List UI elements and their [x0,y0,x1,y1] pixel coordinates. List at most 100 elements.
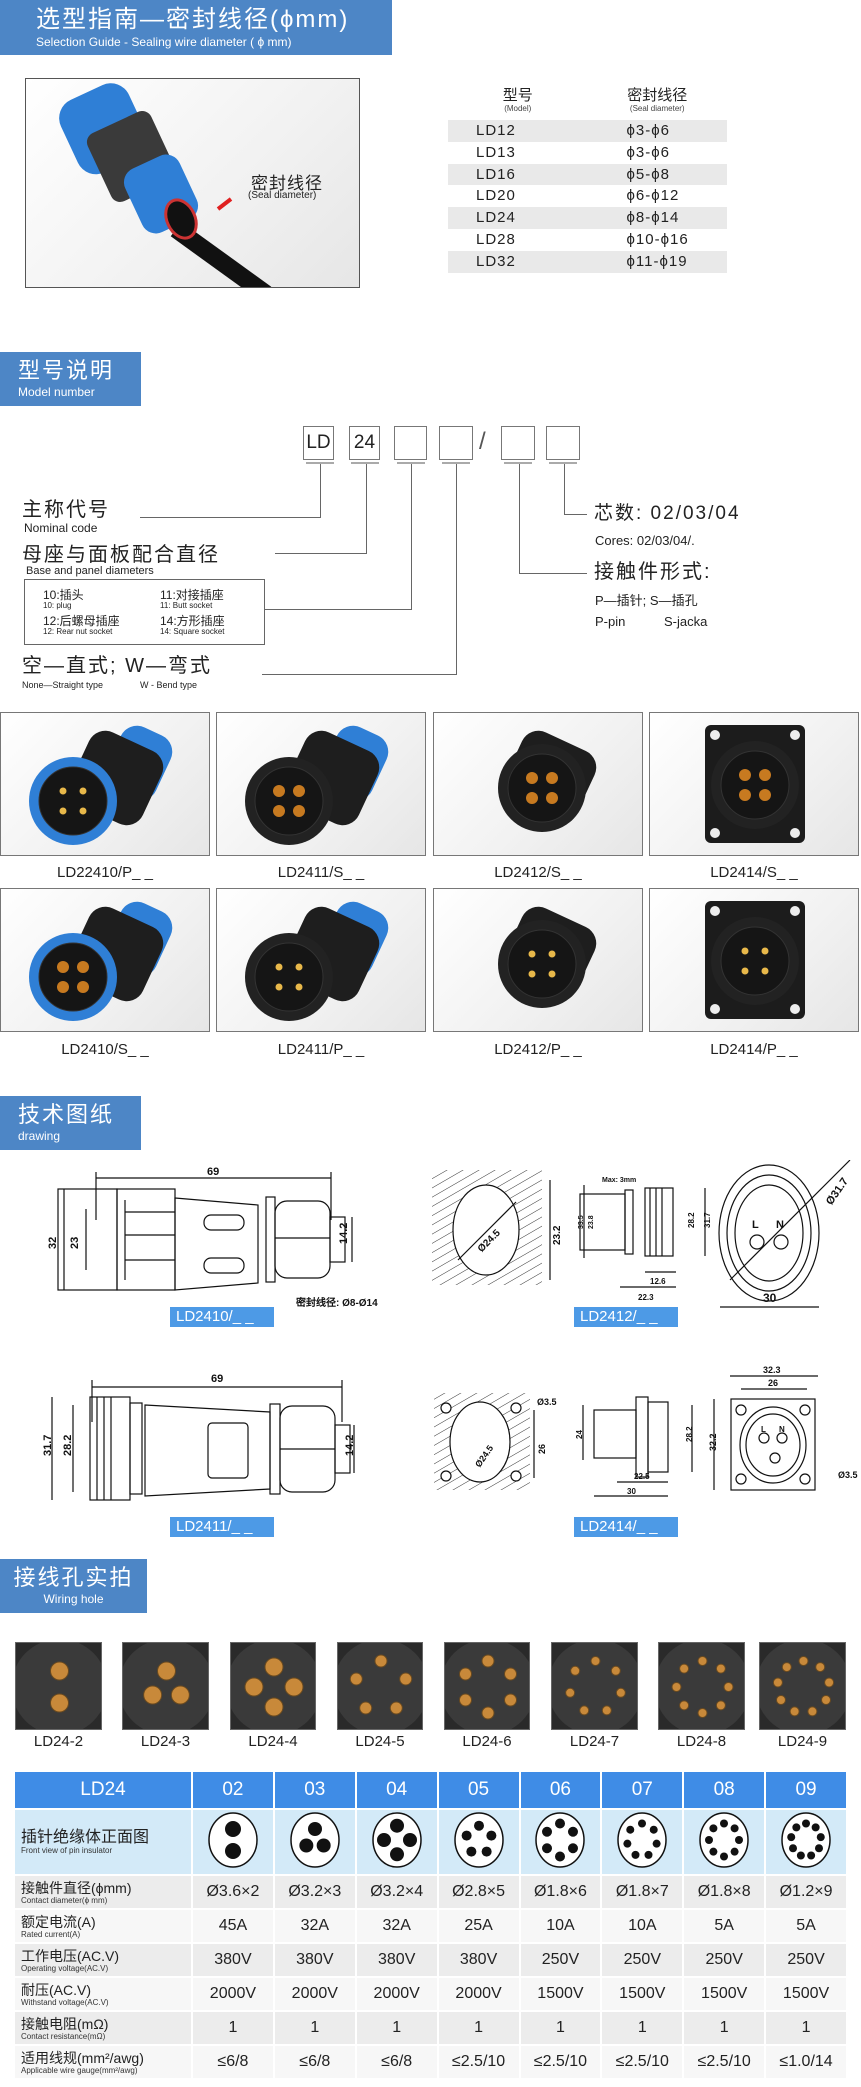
dim-w: 30 [627,1487,636,1496]
model-slash: / [479,428,486,455]
value-cell: 10A [602,1910,683,1942]
section-header-drawing: 技术图纸 drawing [0,1096,141,1150]
wiring-hole-label: LD24-8 [676,1733,727,1750]
value-cell: ≤2.5/10 [684,2046,765,2078]
label-en: Operating voltage(AC.V) [21,1963,109,1973]
value-cell: 1500V [766,1978,846,2010]
model-box-bend [439,426,473,460]
model-cell: LD16 [476,165,516,183]
drawing-label: LD2411/_ _ [170,1517,274,1537]
leader-line [564,514,587,515]
section-header-selection-guide: 选型指南—密封线径(ϕmm) Selection Guide - Sealing… [0,0,392,55]
type-10-en: 10: plug [43,601,72,610]
value-cell: 1 [766,2012,846,2044]
drawing-label: LD2414/_ _ [574,1517,678,1537]
wiring-hole-photo [337,1642,423,1730]
leader-line [320,464,321,517]
value-cell: 1 [520,2012,601,2044]
wiring-hole-photo [658,1642,745,1730]
seal-table-header: 型号(Model) 密封线径(Seal diameter) [448,87,727,120]
section-title: 接线孔实拍 [13,1565,134,1590]
type-14-en: 14: Square socket [160,627,225,636]
wiring-hole-photo [230,1642,316,1730]
label-cn: 接触电阻(mΩ) [21,2015,109,2032]
dim-inner: 23 [69,1237,81,1249]
dim-e: 22.5 [634,1472,650,1481]
value-cell: 380V [274,1944,355,1976]
dim-tip: 14.2 [344,1435,356,1456]
value-cell: ≤2.5/10 [520,2046,601,2078]
core-count-header: 04 [356,1772,437,1808]
dim-outer-dia: Ø31.7 [824,1176,851,1207]
dim-square-height: 32.2 [708,1433,718,1451]
pin-insulator-icon [274,1810,355,1874]
value-cell: 2000V [193,1978,273,2010]
dim-width: 30 [763,1291,777,1305]
value-cell: Ø3.6×2 [193,1876,273,1908]
drawing-ld2411 [51,1380,355,1501]
pin-insulator-icon [290,1811,340,1868]
underline [504,462,532,464]
product-label: LD2410/S_ _ [61,1041,149,1058]
type-11-cn: 11:对接插座 [160,588,224,602]
model-cell: LD12 [476,122,516,139]
label-cn: 接触件直径(ϕmm) [21,1879,132,1896]
pin-insulator-icon [617,1811,668,1868]
product-label: LD22410/P_ _ [57,864,153,881]
seal-cell: ϕ6-ϕ12 [626,187,680,205]
leader-line [519,573,587,574]
pin-insulator-icon [356,1810,437,1874]
value-cell: 1 [193,2012,273,2044]
model-box-series: LD [303,426,334,460]
seal-cell: ϕ5-ϕ8 [626,165,670,183]
core-count-header: 02 [193,1772,273,1808]
model-box-contact [501,426,535,460]
pin-l-label: L [752,1219,759,1231]
product-label: LD2412/S_ _ [494,864,582,881]
product-photo [0,888,210,1032]
dim-hole-height: 23.2 [552,1225,563,1245]
col-model-cn: 型号 [502,87,533,104]
seal-cell: ϕ11-ϕ19 [626,252,688,270]
value-cell: 10A [520,1910,601,1942]
bend-type-en: W - Bend type [140,680,198,690]
value-cell: 250V [520,1944,601,1976]
dim-c: 28.2 [687,1212,696,1228]
model-cell: LD13 [476,143,516,161]
label-en: Contact resistance(mΩ) [21,2031,106,2041]
value-cell: 2000V [356,1978,437,2010]
pin-insulator-icon [766,1810,846,1874]
col-seal-en: (Seal diameter) [629,104,685,113]
product-photo [433,712,643,856]
drawing-ld2412 [432,1160,851,1308]
pin-insulator-icon [520,1810,601,1874]
value-cell: Ø3.2×3 [274,1876,355,1908]
dim-b: 23.8 [588,1215,595,1229]
dim-corner-hole: Ø3.5 [838,1470,858,1480]
value-cell: 1500V [602,1978,683,2010]
label-cn: 额定电流(A) [21,1913,96,1930]
underline [306,462,334,464]
underline [549,462,577,464]
drawing-ld2410 [57,1172,353,1291]
row-label: 接触件直径(ϕmm)Contact diameter(ϕ mm) [15,1876,191,1908]
label-cn: 耐压(AC.V) [21,1981,91,1998]
value-cell: Ø1.8×8 [684,1876,765,1908]
product-label: LD2412/P_ _ [494,1041,582,1058]
cores-cn: 芯数: 02/03/04 [594,503,741,524]
value-cell: 32A [274,1910,355,1942]
pin-n-label: N [779,1425,785,1434]
core-count-header: 08 [684,1772,765,1808]
pin-insulator-icon [193,1810,273,1874]
value-cell: ≤2.5/10 [602,2046,683,2078]
value-cell: 45A [193,1910,273,1942]
product-label: LD2411/P_ _ [277,1041,365,1058]
